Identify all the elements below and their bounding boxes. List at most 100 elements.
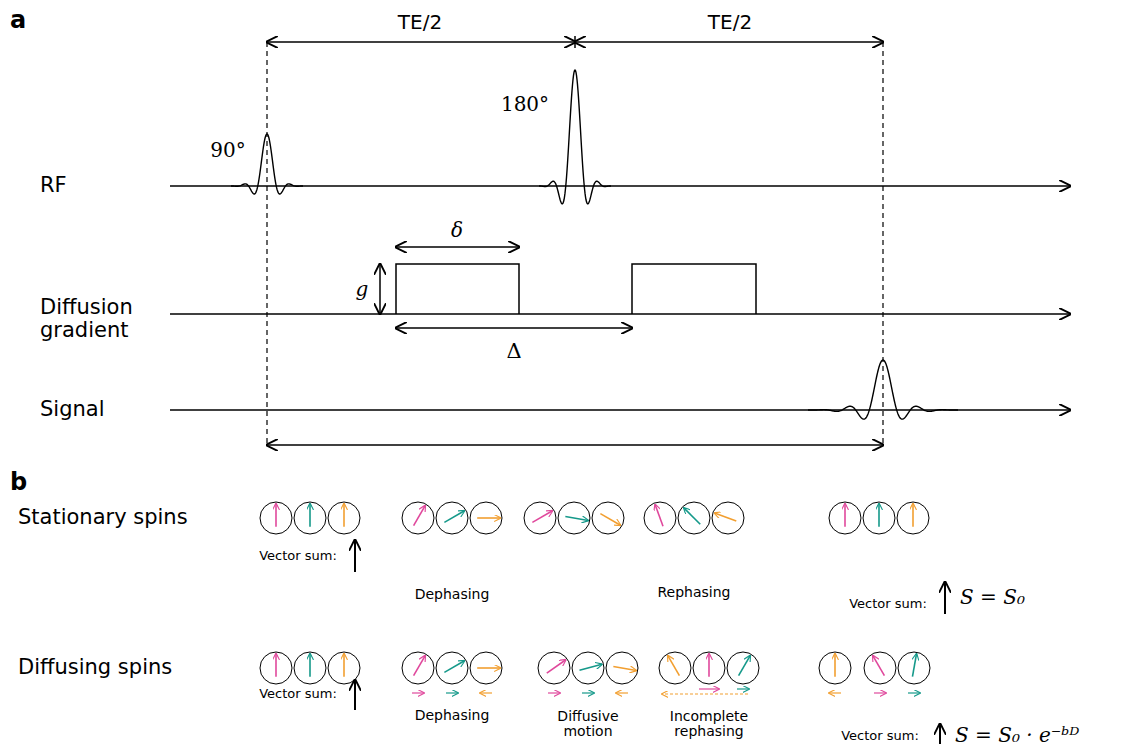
- panel-letter: b: [10, 469, 27, 495]
- te-half-arrow: [267, 41, 575, 43]
- te-half-arrow: [575, 41, 883, 43]
- spin-circle: [436, 652, 468, 684]
- spin-vector: [878, 504, 880, 527]
- row-label: Stationary spins: [18, 506, 188, 529]
- motion-arrow: [480, 692, 492, 693]
- gradient-lobe: [632, 264, 756, 314]
- spin-vector: [565, 516, 588, 520]
- tick: [574, 36, 576, 48]
- spin-circle: [436, 502, 468, 534]
- spin-circle: [470, 502, 502, 534]
- spin-circle: [260, 502, 292, 534]
- spin-circle: [328, 502, 360, 534]
- spin-vector: [655, 504, 663, 526]
- spin-vector: [912, 504, 914, 527]
- gradient-lobe: [396, 264, 519, 314]
- big-delta-arrow: [396, 327, 632, 329]
- row-label: Diffusing spins: [18, 656, 172, 679]
- spin-vector: [444, 511, 464, 523]
- dashed-guide: [882, 42, 883, 445]
- panel-letter: a: [10, 7, 26, 33]
- step-label: Dephasing: [415, 708, 490, 723]
- spin-circle: [863, 502, 895, 534]
- spin-vector: [873, 656, 885, 676]
- row-label: Signal: [40, 398, 105, 421]
- motion-arrow: [662, 693, 748, 694]
- timing-label: TE/2: [708, 11, 752, 33]
- spin-circle: [897, 502, 929, 534]
- echo-signal: [808, 360, 958, 419]
- spin-vector: [343, 504, 345, 527]
- motion-arrow: [446, 692, 458, 693]
- spin-vector: [532, 511, 552, 523]
- spin-vector: [844, 504, 846, 527]
- spin-vector: [444, 661, 464, 673]
- motion-arrow: [737, 688, 749, 689]
- step-label: Rephasing: [658, 585, 731, 600]
- spin-circle: [693, 652, 725, 684]
- vector-sum-label: Vector sum:: [849, 597, 927, 611]
- spin-circle: [644, 502, 676, 534]
- spin-vector: [684, 508, 700, 524]
- vector-sum-label: Vector sum:: [841, 729, 919, 743]
- spin-circle: [260, 652, 292, 684]
- row-label: RF: [40, 174, 67, 197]
- spin-circle: [294, 502, 326, 534]
- spin-vector: [414, 506, 426, 526]
- signal-equation: S = S₀ · e⁻ᵇᴰ: [955, 724, 1079, 746]
- step-label: Dephasing: [415, 587, 490, 602]
- timing-label: TE/2: [398, 11, 442, 33]
- spin-circle: [829, 502, 861, 534]
- motion-arrow: [616, 692, 628, 693]
- spin-vector: [580, 664, 602, 670]
- spin-circle: [819, 652, 851, 684]
- spin-circle: [538, 652, 570, 684]
- motion-arrow: [908, 692, 920, 693]
- spin-vector: [477, 667, 500, 669]
- rf-180-pulse: [539, 70, 611, 204]
- motion-arrow: [829, 692, 841, 693]
- spin-circle: [678, 502, 710, 534]
- spin-vector: [708, 654, 710, 677]
- flip-angle: 90°: [210, 139, 245, 161]
- spin-circle: [524, 502, 556, 534]
- spin-vector: [275, 504, 277, 527]
- spin-circle: [402, 502, 434, 534]
- big-delta-label: Δ: [506, 340, 521, 363]
- spin-circle: [712, 502, 744, 534]
- amplitude-label: g: [356, 278, 369, 300]
- spin-circle: [294, 652, 326, 684]
- vector-sum-arrow: [354, 680, 356, 710]
- spin-vector: [714, 513, 736, 521]
- spin-vector: [613, 666, 636, 670]
- spin-vector: [668, 656, 680, 676]
- motion-arrow: [699, 688, 719, 689]
- spin-vector: [477, 517, 500, 519]
- spin-vector: [739, 656, 751, 676]
- spin-circle: [864, 652, 896, 684]
- spin-vector: [275, 654, 277, 677]
- rf-axis: [170, 185, 1070, 187]
- vector-sum-arrow: [939, 724, 941, 744]
- step-label: Diffusive motion: [549, 709, 627, 740]
- gradient-axis: [170, 313, 1070, 315]
- motion-arrow: [582, 692, 594, 693]
- delta-arrow: [396, 246, 519, 248]
- signal-equation: S = S₀: [960, 586, 1025, 608]
- spin-circle: [572, 652, 604, 684]
- spin-circle: [606, 652, 638, 684]
- spin-circle: [727, 652, 759, 684]
- vector-sum-label: Vector sum:: [259, 687, 337, 701]
- spin-vector: [912, 654, 916, 677]
- spin-circle: [592, 502, 624, 534]
- dashed-guide: [266, 42, 267, 445]
- spin-circle: [328, 652, 360, 684]
- vector-sum-arrow: [354, 540, 356, 572]
- motion-arrow: [412, 692, 424, 693]
- spin-circle: [898, 652, 930, 684]
- spin-vector: [414, 656, 426, 676]
- spin-vector: [309, 504, 311, 527]
- motion-arrow: [874, 692, 886, 693]
